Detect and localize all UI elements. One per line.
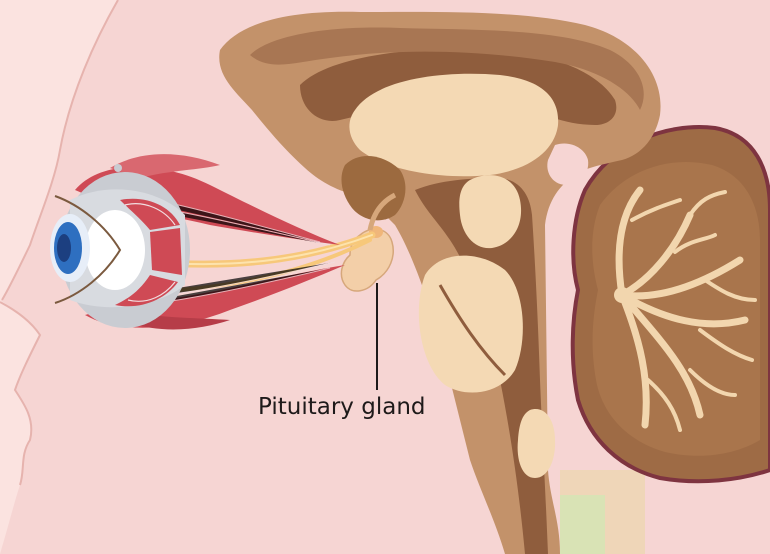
pituitary-gland-label: Pituitary gland xyxy=(258,394,426,420)
eye-icon xyxy=(50,164,190,328)
brainstem-channel xyxy=(415,178,548,554)
medulla xyxy=(517,409,556,478)
cerebellum xyxy=(570,125,770,484)
fourth-ventricle xyxy=(547,143,589,185)
face-lower xyxy=(0,300,40,554)
spinal-cord-green xyxy=(560,495,605,554)
cortex-top-fold xyxy=(250,27,644,110)
thalamus xyxy=(349,73,559,177)
face-outline xyxy=(0,0,119,486)
midbrain xyxy=(459,175,522,249)
brain-icon xyxy=(219,11,661,554)
hypothalamus xyxy=(341,155,406,221)
pons xyxy=(418,255,523,393)
pons-divider xyxy=(438,284,507,377)
